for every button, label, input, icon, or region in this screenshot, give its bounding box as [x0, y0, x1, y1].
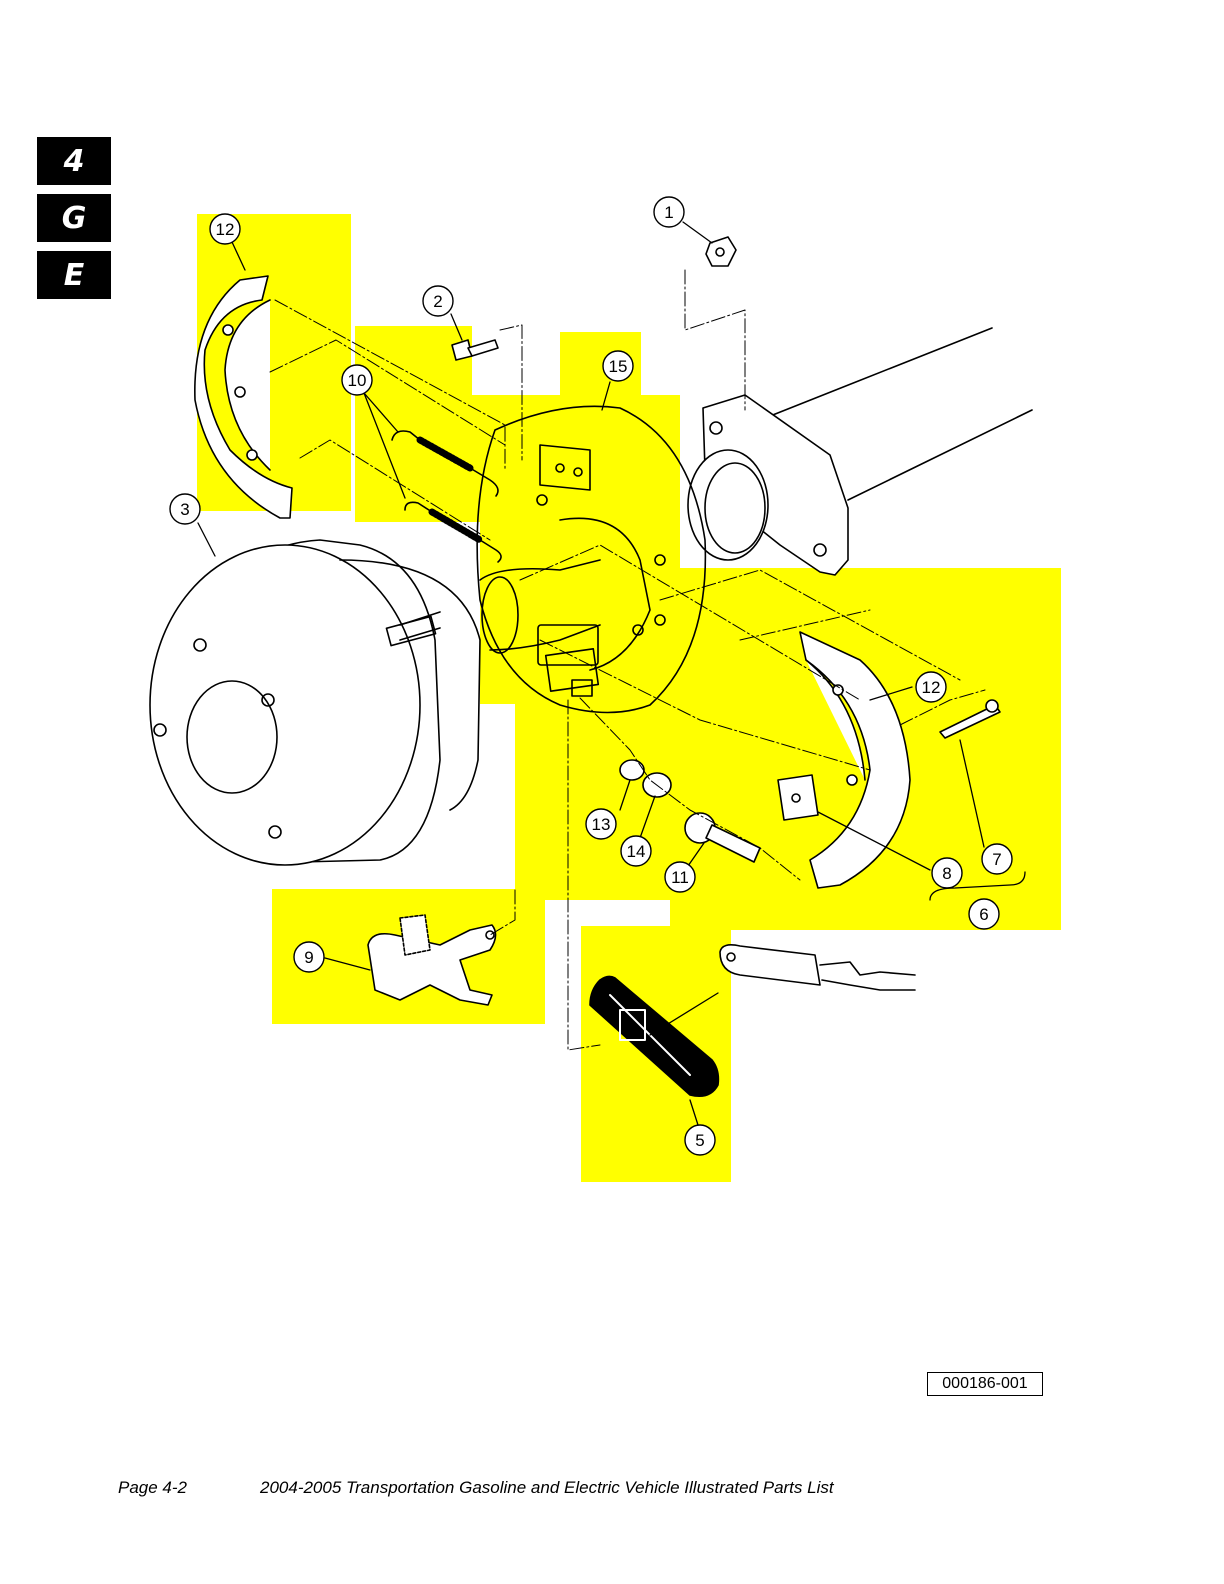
- svg-text:10: 10: [348, 371, 367, 390]
- section-tab-g[interactable]: G: [37, 194, 111, 242]
- backing-plate: [476, 405, 707, 714]
- brake-cable: [719, 944, 916, 991]
- assembly-lines: [269, 269, 986, 1051]
- page-number: Page 4-2: [118, 1478, 187, 1497]
- callout-13: 13: [585, 808, 617, 840]
- callout-5: 5: [684, 1124, 716, 1156]
- return-springs: [391, 430, 502, 563]
- highlight-backing-plate-group: [272, 326, 1061, 1182]
- svg-text:3: 3: [180, 500, 189, 519]
- callout-3: 3: [169, 493, 201, 525]
- bolt-and-nut: [451, 236, 737, 361]
- adjuster-parts: [619, 759, 761, 863]
- callout-leaders: [197, 221, 1026, 1126]
- callout-1: 1: [653, 196, 685, 228]
- callout-6: 6: [968, 898, 1000, 930]
- svg-text:5: 5: [695, 1131, 704, 1150]
- svg-text:2: 2: [433, 292, 442, 311]
- park-brake-lever: [367, 914, 497, 1006]
- callout-10: 10: [341, 364, 373, 396]
- callout-15: 15: [602, 350, 634, 382]
- cotter-pin: [939, 699, 1001, 739]
- document-title: 2004-2005 Transportation Gasoline and El…: [260, 1478, 834, 1497]
- callout-9: 9: [293, 941, 325, 973]
- callout-12-right: 12: [915, 671, 947, 703]
- svg-text:15: 15: [609, 357, 628, 376]
- axle-shaft: [479, 559, 601, 654]
- axle-tube: [687, 327, 1033, 576]
- brake-shoe-left: [194, 275, 293, 519]
- callout-11: 11: [664, 861, 696, 893]
- svg-text:11: 11: [671, 868, 689, 887]
- svg-text:14: 14: [627, 842, 646, 861]
- svg-text:7: 7: [992, 850, 1001, 869]
- highlight-brake-shoe-left: [197, 214, 351, 511]
- callout-8: 8: [931, 857, 963, 889]
- svg-text:1: 1: [664, 203, 673, 222]
- svg-text:12: 12: [922, 678, 941, 697]
- callout-12-left: 12: [209, 213, 241, 245]
- svg-text:6: 6: [979, 905, 988, 924]
- callouts: 1 2 3 5 6 7 8 9 10 11 12 12 13 14 15: [169, 196, 1013, 1156]
- callout-14: 14: [620, 835, 652, 867]
- callout-7: 7: [981, 843, 1013, 875]
- svg-text:12: 12: [216, 220, 235, 239]
- svg-text:8: 8: [942, 864, 951, 883]
- figure-reference: 000186-001: [927, 1372, 1043, 1396]
- svg-text:13: 13: [592, 815, 611, 834]
- callout-2: 2: [422, 285, 454, 317]
- svg-text:9: 9: [304, 948, 313, 967]
- brake-drum: [149, 539, 481, 866]
- section-tab-e[interactable]: E: [37, 251, 111, 299]
- section-tab-4[interactable]: 4: [37, 137, 111, 185]
